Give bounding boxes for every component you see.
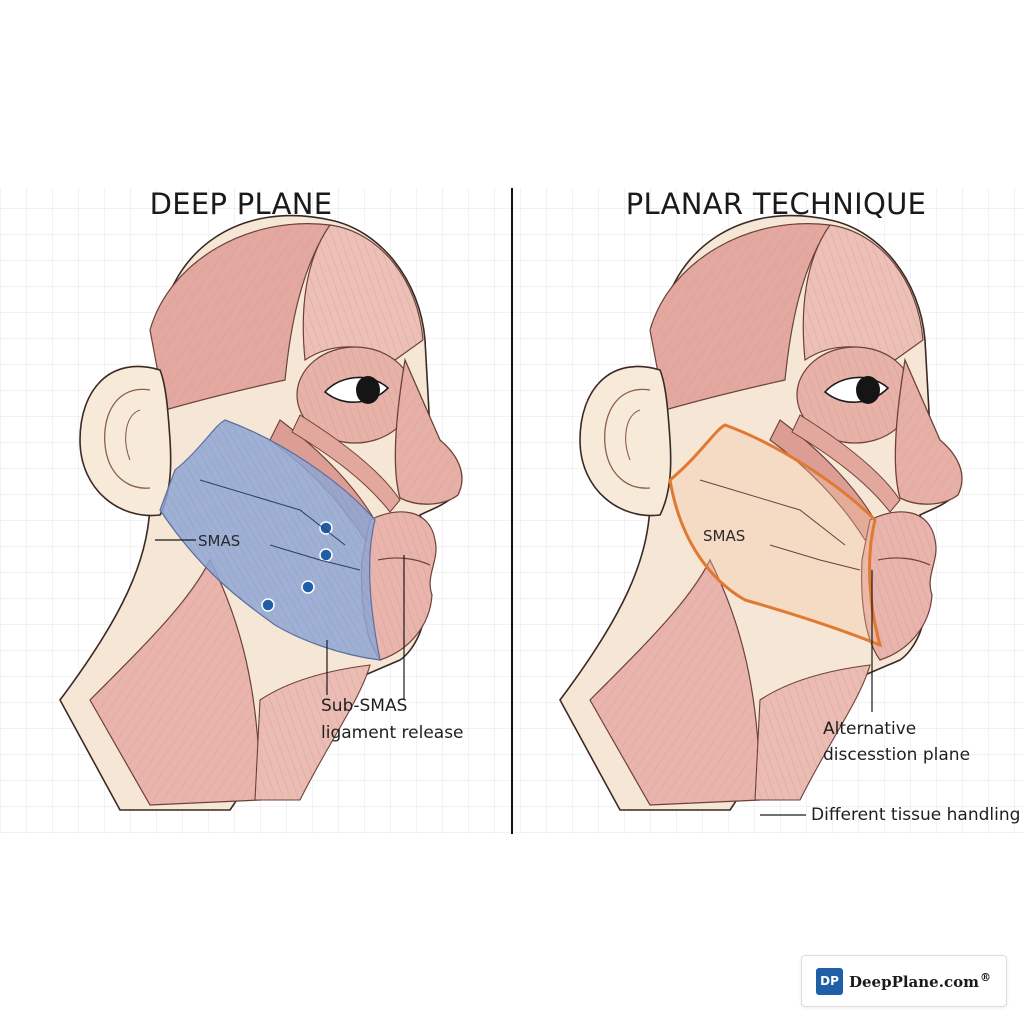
retaining-strand	[699, 479, 846, 546]
ligament-marker	[261, 598, 275, 612]
label-alternative: Alternative	[823, 719, 916, 739]
dissection-plane-outline	[668, 423, 883, 648]
ligament-marker	[319, 548, 333, 562]
label-smas-right: SMAS	[703, 527, 745, 545]
panel-planar-technique: PLANAR TECHNIQUE SMAS Alternative disces…	[559, 187, 1020, 825]
label-ligament-release: ligament release	[321, 723, 464, 743]
label-sub-smas: Sub-SMAS	[321, 696, 407, 716]
panel-deep-plane: DEEP PLANE SMAS Sub-SMAS ligament releas…	[59, 187, 464, 811]
retaining-strand	[769, 544, 861, 571]
ligament-marker	[319, 521, 333, 535]
label-dissection-plane: discesstion plane	[823, 745, 970, 765]
panel-title-right: PLANAR TECHNIQUE	[626, 187, 927, 221]
brand-name-text: DeepPlane.com	[849, 973, 979, 991]
retaining-strand	[199, 479, 346, 546]
retaining-strand	[269, 544, 361, 571]
label-tissue-handling: Different tissue handling	[811, 805, 1020, 825]
brand-name: DeepPlane.com®	[849, 971, 991, 991]
registered-mark: ®	[979, 971, 991, 984]
label-smas-left: SMAS	[198, 532, 240, 550]
brand-badge[interactable]: DP DeepPlane.com®	[801, 955, 1007, 1007]
ligament-marker	[301, 580, 315, 594]
brand-logo-icon: DP	[816, 967, 843, 995]
